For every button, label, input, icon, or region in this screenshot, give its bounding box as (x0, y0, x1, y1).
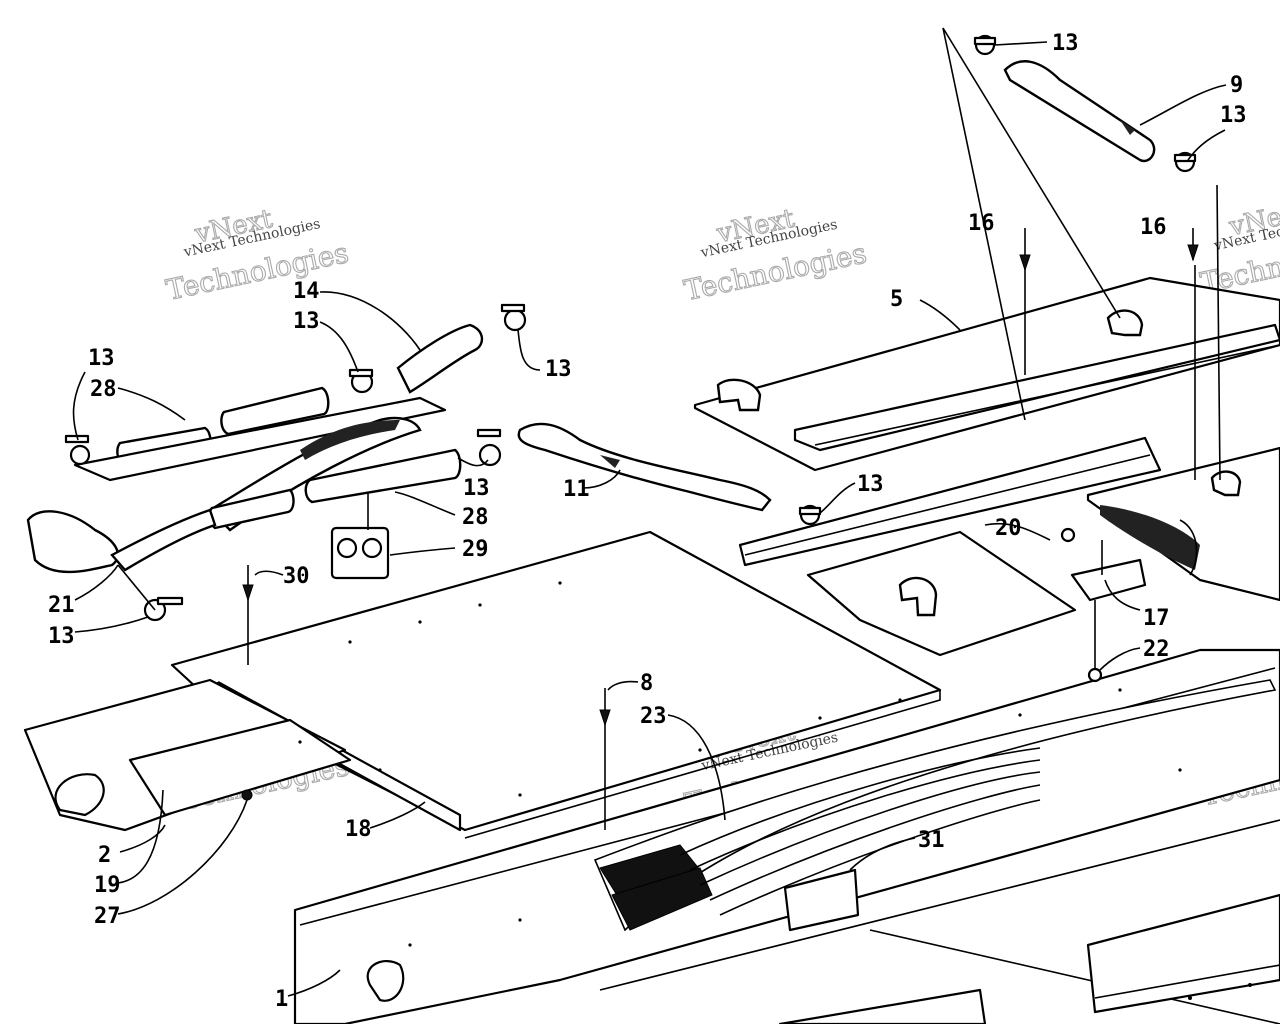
hose-21 (26, 510, 119, 574)
rivet-dots (298, 581, 1252, 1000)
leader-lines (72, 27, 1227, 997)
hose-connector (110, 416, 422, 572)
hose-14 (396, 323, 484, 394)
hose-11 (517, 422, 772, 512)
callout-13: 13 (463, 476, 490, 501)
hose-28-lower (304, 448, 462, 504)
callout-17: 17 (1143, 606, 1170, 631)
callout-28: 28 (90, 377, 117, 402)
callout-labels: 13 9 13 16 16 5 14 13 13 13 28 13 11 13 … (48, 31, 1247, 1012)
callout-13: 13 (1052, 31, 1079, 56)
watermark-right-top: vNext vNext Technologies Technologies (1197, 196, 1280, 300)
fasteners (241, 228, 1199, 801)
left-bracket-assembly (23, 678, 352, 832)
bottom-right-box (1086, 893, 1280, 1014)
callout-5: 5 (890, 287, 903, 312)
bracket-29 (330, 526, 390, 580)
center-small-plate (806, 530, 1147, 657)
callout-2: 2 (98, 843, 111, 868)
callout-11: 11 (563, 477, 590, 502)
hose-28-upper (73, 386, 447, 482)
callout-13: 13 (545, 357, 572, 382)
hose-9 (1003, 60, 1156, 163)
center-rail (738, 436, 1162, 567)
callout-1: 1 (275, 987, 288, 1012)
callout-13: 13 (857, 472, 884, 497)
callout-16: 16 (968, 211, 995, 236)
elbow-fittings (716, 309, 1242, 617)
watermark-center-top: vNext vNext Technologies Technologies (681, 203, 870, 308)
callout-14: 14 (293, 279, 320, 304)
fin-bundle-23 (593, 679, 1277, 932)
callout-16: 16 (1140, 215, 1167, 240)
callout-29: 29 (462, 537, 489, 562)
callout-13: 13 (1220, 103, 1247, 128)
callout-9: 9 (1230, 73, 1243, 98)
callout-19: 19 (94, 873, 121, 898)
callout-20: 20 (995, 516, 1022, 541)
callout-28: 28 (462, 505, 489, 530)
callout-22: 22 (1143, 637, 1170, 662)
callout-13: 13 (293, 309, 320, 334)
callout-13: 13 (88, 346, 115, 371)
callout-18: 18 (345, 817, 372, 842)
bottom-small-plates (778, 988, 987, 1024)
callout-30: 30 (283, 564, 310, 589)
callout-21: 21 (48, 593, 75, 618)
upper-panel-5 (693, 276, 1280, 472)
callout-23: 23 (640, 704, 667, 729)
callout-31: 31 (918, 828, 945, 853)
callout-8: 8 (640, 671, 653, 696)
callout-27: 27 (94, 904, 121, 929)
watermark-left-top: vNext vNext Technologies Technologies (163, 203, 352, 307)
callout-13: 13 (48, 624, 75, 649)
